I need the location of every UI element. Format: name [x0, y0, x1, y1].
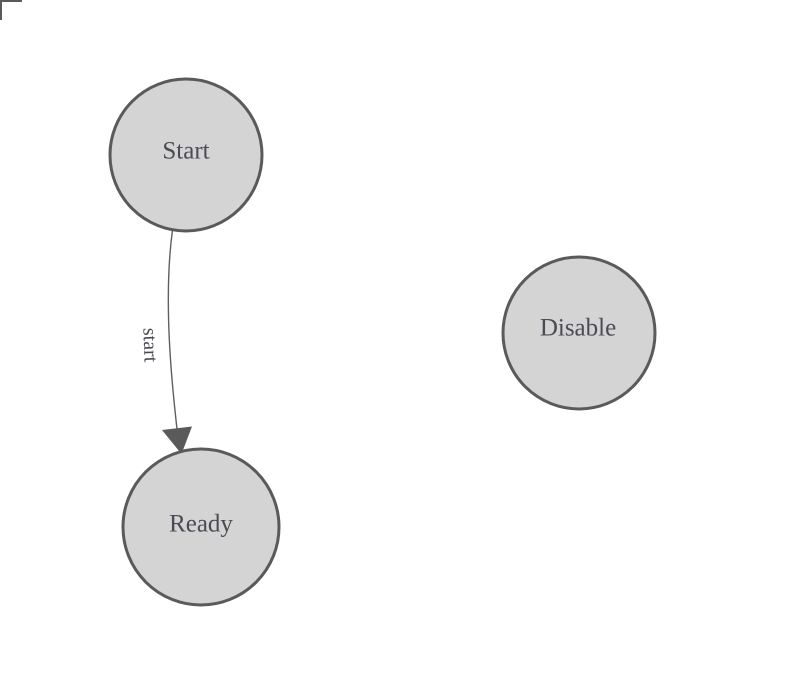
state-circle[interactable] — [108, 77, 264, 233]
state-label: Start — [162, 138, 209, 165]
state-node-start[interactable]: Start — [108, 77, 264, 233]
transition-edge-path[interactable] — [167, 229, 178, 430]
canvas-corner-mark — [0, 0, 22, 20]
state-label: Disable — [540, 315, 616, 342]
state-node-ready[interactable]: Ready — [121, 447, 281, 607]
state-circle[interactable] — [121, 447, 281, 607]
state-node-disable[interactable]: Disable — [501, 255, 657, 411]
transition-start-to-ready[interactable]: start — [138, 229, 192, 454]
transition-label: start — [138, 327, 161, 363]
arrowhead-icon — [162, 426, 192, 454]
state-circle[interactable] — [501, 255, 657, 411]
state-label: Ready — [169, 511, 233, 538]
